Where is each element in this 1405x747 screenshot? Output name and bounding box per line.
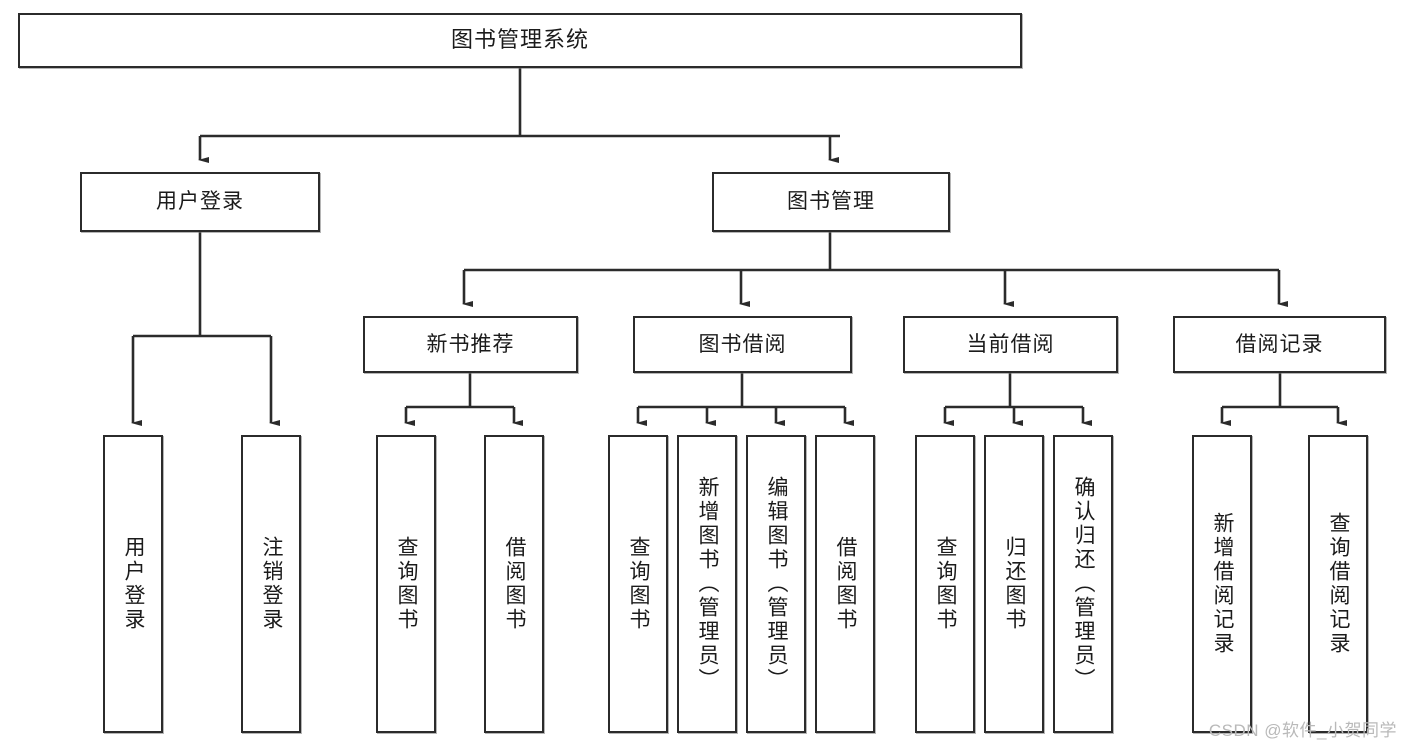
leaf-borrow-record-add[interactable]: 新增借阅记录 xyxy=(1192,435,1252,733)
node-label: 借阅图书 xyxy=(503,536,527,632)
node-label: 注销登录 xyxy=(260,536,284,632)
node-label: 编辑图书（管理员） xyxy=(765,476,789,692)
leaf-book-borrow-borrow[interactable]: 借阅图书 xyxy=(815,435,875,733)
node-label: 新书推荐 xyxy=(426,332,515,356)
node-label: 查询图书 xyxy=(395,536,419,632)
leaf-new-book-borrow[interactable]: 借阅图书 xyxy=(484,435,544,733)
node-label: 借阅图书 xyxy=(834,536,858,632)
node-label: 确认归还（管理员） xyxy=(1072,476,1096,692)
leaf-book-borrow-query[interactable]: 查询图书 xyxy=(608,435,668,733)
watermark: CSDN @软件_小贺同学 xyxy=(1208,721,1397,740)
leaf-borrow-record-query[interactable]: 查询借阅记录 xyxy=(1308,435,1368,733)
leaf-current-borrow-confirm-return[interactable]: 确认归还（管理员） xyxy=(1053,435,1113,733)
node-label: 图书借阅 xyxy=(698,332,787,356)
node-label: 图书管理系统 xyxy=(450,27,589,53)
node-book-management[interactable]: 图书管理 xyxy=(712,172,950,232)
leaf-new-book-query[interactable]: 查询图书 xyxy=(376,435,436,733)
leaf-book-borrow-add[interactable]: 新增图书（管理员） xyxy=(677,435,737,733)
node-label: 查询借阅记录 xyxy=(1327,512,1351,656)
node-label: 新增图书（管理员） xyxy=(696,476,720,692)
leaf-current-borrow-return[interactable]: 归还图书 xyxy=(984,435,1044,733)
node-label: 当前借阅 xyxy=(966,332,1055,356)
node-root-system[interactable]: 图书管理系统 xyxy=(18,13,1022,68)
node-new-book-recommend[interactable]: 新书推荐 xyxy=(363,316,578,373)
leaf-user-login-login[interactable]: 用户登录 xyxy=(103,435,163,733)
node-label: 新增借阅记录 xyxy=(1211,512,1235,656)
node-label: 借阅记录 xyxy=(1235,332,1324,356)
leaf-user-login-logout[interactable]: 注销登录 xyxy=(241,435,301,733)
node-user-login[interactable]: 用户登录 xyxy=(80,172,320,232)
node-label: 查询图书 xyxy=(627,536,651,632)
node-book-borrow[interactable]: 图书借阅 xyxy=(633,316,852,373)
leaf-book-borrow-edit[interactable]: 编辑图书（管理员） xyxy=(746,435,806,733)
node-current-borrow[interactable]: 当前借阅 xyxy=(903,316,1118,373)
node-label: 图书管理 xyxy=(787,190,875,214)
node-label: 用户登录 xyxy=(156,190,244,214)
node-label: 用户登录 xyxy=(122,536,146,632)
node-borrow-record[interactable]: 借阅记录 xyxy=(1173,316,1386,373)
leaf-current-borrow-query[interactable]: 查询图书 xyxy=(915,435,975,733)
node-label: 归还图书 xyxy=(1003,536,1027,632)
node-label: 查询图书 xyxy=(934,536,958,632)
